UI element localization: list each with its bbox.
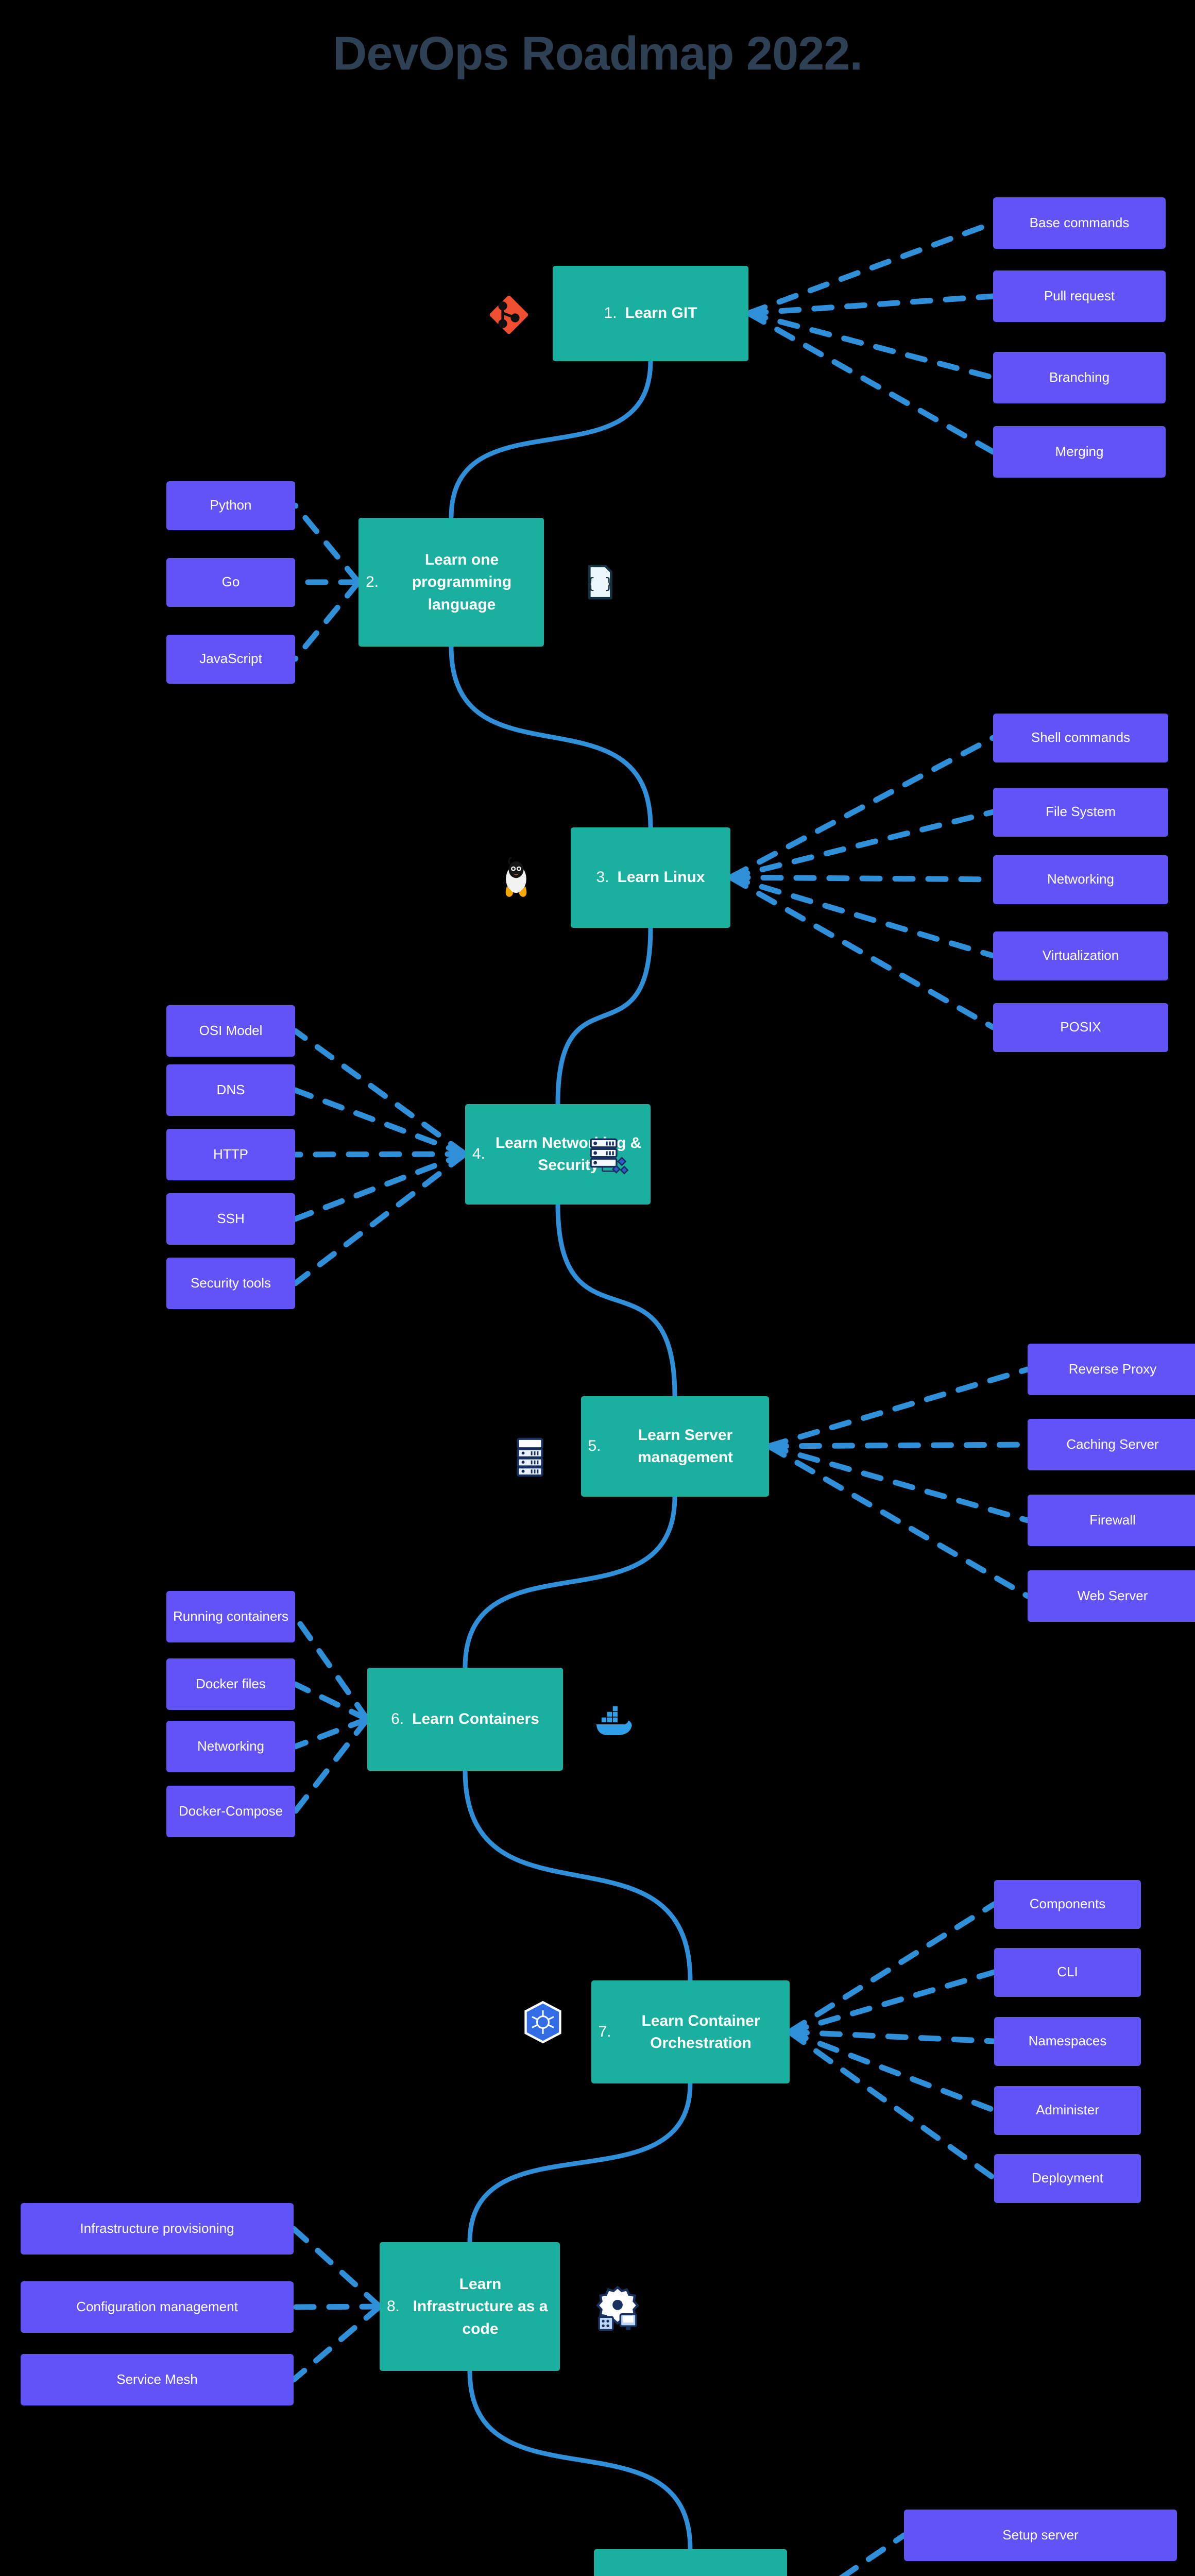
node-number: 2. bbox=[366, 573, 379, 591]
roadmap-node-9[interactable]: 9.Learn CI/CD bbox=[593, 2549, 787, 2576]
roadmap-leaf-7-2[interactable]: CLI bbox=[994, 1947, 1141, 1997]
node-number: 8. bbox=[387, 2298, 400, 2315]
kubernetes-helm-icon bbox=[520, 1999, 566, 2045]
node-label: Learn Container Orchestration bbox=[641, 2012, 760, 2052]
server-rack-icon bbox=[508, 1435, 552, 1479]
roadmap-leaf-3-4[interactable]: Virtualization bbox=[993, 931, 1168, 980]
roadmap-leaf-7-1[interactable]: Components bbox=[994, 1879, 1141, 1929]
roadmap-leaf-5-1[interactable]: Reverse Proxy bbox=[1028, 1344, 1195, 1395]
node-label: Learn Linux bbox=[617, 869, 705, 886]
roadmap-leaf-5-4[interactable]: Web Server bbox=[1028, 1570, 1195, 1622]
roadmap-leaf-4-5[interactable]: Security tools bbox=[166, 1258, 295, 1309]
roadmap-leaf-7-3[interactable]: Namespaces bbox=[994, 2016, 1141, 2066]
roadmap-leaf-3-2[interactable]: File System bbox=[993, 787, 1168, 837]
roadmap-leaf-7-4[interactable]: Administer bbox=[994, 2086, 1141, 2135]
roadmap-leaf-1-1[interactable]: Base commands bbox=[993, 197, 1166, 249]
roadmap-leaf-2-3[interactable]: JavaScript bbox=[166, 634, 295, 684]
docker-whale-icon bbox=[590, 1700, 634, 1743]
roadmap-leaf-9-1[interactable]: Setup server bbox=[904, 2510, 1177, 2561]
node-number: 3. bbox=[596, 869, 609, 886]
git-icon bbox=[487, 293, 531, 337]
page-title: DevOps Roadmap 2022. bbox=[332, 27, 863, 80]
node-label: Learn GIT bbox=[625, 304, 697, 322]
roadmap-leaf-8-2[interactable]: Configuration management bbox=[21, 2281, 294, 2333]
roadmap-node-5[interactable]: 5. Learn Server management bbox=[581, 1396, 769, 1497]
roadmap-node-4[interactable]: 4. Learn Networking & Security bbox=[465, 1104, 651, 1205]
roadmap-leaf-6-3[interactable]: Networking bbox=[166, 1721, 295, 1772]
roadmap-leaf-2-1[interactable]: Python bbox=[166, 481, 295, 530]
roadmap-leaf-4-1[interactable]: OSI Model bbox=[166, 1005, 295, 1057]
node-number: 4. bbox=[472, 1145, 486, 1163]
roadmap-leaf-3-5[interactable]: POSIX bbox=[993, 1003, 1168, 1052]
roadmap-node-6[interactable]: 6. Learn Containers bbox=[367, 1668, 563, 1771]
linux-penguin-icon bbox=[493, 856, 539, 902]
roadmap-node-1[interactable]: 1. Learn GIT bbox=[553, 265, 748, 361]
node-label: Learn one programming language bbox=[412, 551, 512, 613]
node-number: 1. bbox=[604, 304, 617, 322]
roadmap-leaf-4-3[interactable]: HTTP bbox=[166, 1129, 295, 1180]
roadmap-leaf-2-2[interactable]: Go bbox=[166, 557, 295, 607]
node-label: Learn Containers bbox=[412, 1710, 539, 1728]
roadmap-node-8[interactable]: 8. Learn Infrastructure as a code bbox=[380, 2242, 560, 2371]
roadmap-leaf-5-2[interactable]: Caching Server bbox=[1028, 1419, 1195, 1470]
roadmap-leaf-4-2[interactable]: DNS bbox=[166, 1064, 295, 1116]
roadmap-leaf-4-4[interactable]: SSH bbox=[166, 1193, 295, 1245]
roadmap-leaf-7-5[interactable]: Deployment bbox=[994, 2154, 1141, 2203]
roadmap-node-2[interactable]: 2. Learn one programming language bbox=[358, 518, 544, 647]
node-label: Learn Networking & Security bbox=[495, 1134, 642, 1174]
svg-text:{ }: { } bbox=[586, 574, 614, 592]
roadmap-leaf-8-3[interactable]: Service Mesh bbox=[21, 2354, 294, 2405]
node-label: Learn Server management bbox=[637, 1426, 733, 1466]
roadmap-leaf-3-1[interactable]: Shell commands bbox=[993, 713, 1168, 762]
node-number: 5. bbox=[588, 1437, 601, 1455]
roadmap-leaf-1-4[interactable]: Merging bbox=[993, 426, 1166, 478]
roadmap-leaf-8-1[interactable]: Infrastructure provisioning bbox=[21, 2203, 294, 2255]
roadmap-leaf-6-1[interactable]: Running containers bbox=[166, 1591, 295, 1642]
code-braces-icon: { } bbox=[579, 562, 619, 602]
roadmap-leaf-3-3[interactable]: Networking bbox=[993, 855, 1168, 904]
node-number: 6. bbox=[391, 1710, 404, 1728]
roadmap-leaf-1-3[interactable]: Branching bbox=[993, 352, 1166, 403]
node-number: 7. bbox=[598, 2023, 611, 2041]
roadmap-node-3[interactable]: 3. Learn Linux bbox=[571, 827, 730, 928]
network-server-icon bbox=[585, 1134, 629, 1178]
roadmap-leaf-6-2[interactable]: Docker files bbox=[166, 1658, 295, 1710]
roadmap-leaf-5-3[interactable]: Firewall bbox=[1028, 1495, 1195, 1546]
roadmap-leaf-6-4[interactable]: Docker-Compose bbox=[166, 1786, 295, 1837]
roadmap-leaf-1-2[interactable]: Pull request bbox=[993, 270, 1166, 322]
roadmap-node-7[interactable]: 7. Learn Container Orchestration bbox=[591, 1980, 790, 2083]
node-label: Learn Infrastructure as a code bbox=[413, 2275, 548, 2337]
infrastructure-gear-icon bbox=[594, 2285, 641, 2332]
